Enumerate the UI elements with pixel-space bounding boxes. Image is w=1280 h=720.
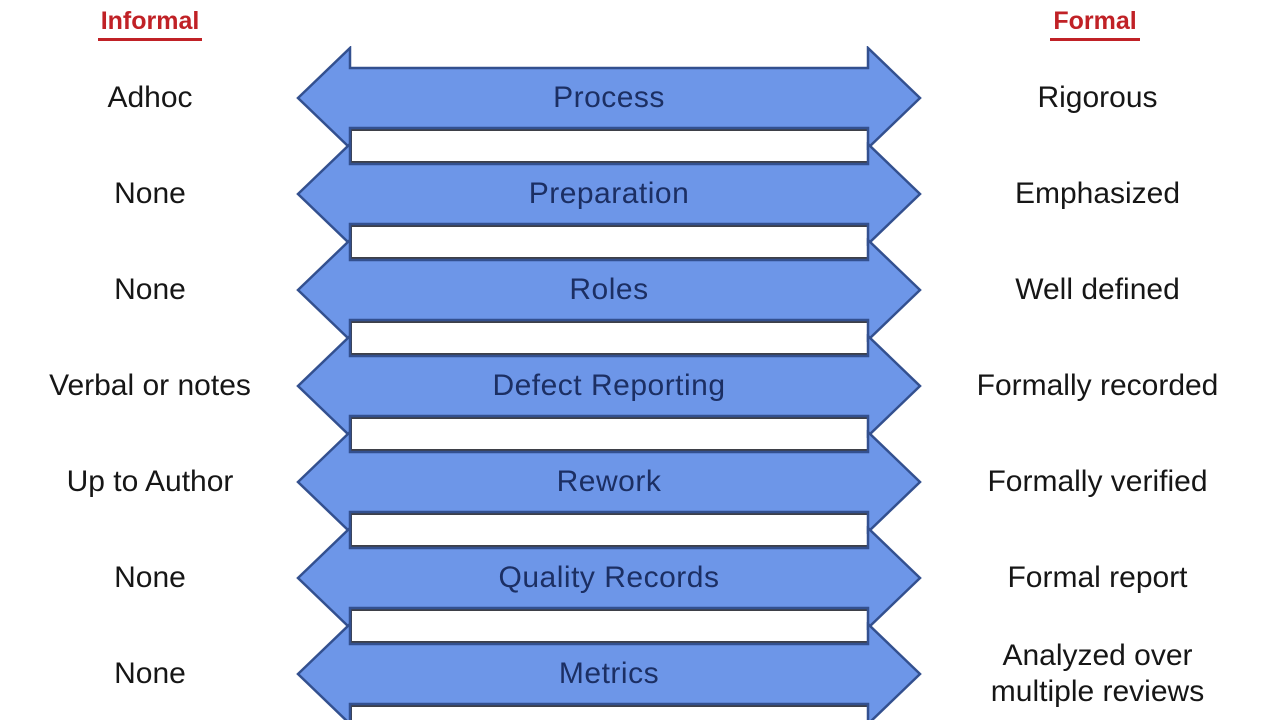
formal-label-process: Rigorous [1037,81,1158,114]
arrow-label-preparation: Preparation [528,177,690,210]
informal-label-preparation: None [114,177,186,210]
connector-box [349,416,871,452]
informal-label-process: Adhoc [107,81,193,114]
formal-label-rework: Formally verified [987,465,1208,498]
formal-label-quality-records: Formal report [1007,561,1188,594]
connector-box [349,224,871,260]
connector-box [349,512,871,548]
arrow-preparation: Preparation [296,142,922,246]
informal-label-metrics: None [114,657,186,690]
informal-column-header: Informal [5,7,295,46]
double-arrow-shape [296,622,922,720]
formal-label-defect-reporting: Formally recorded [976,369,1219,402]
informal-label-defect-reporting: Verbal or notes [49,369,251,402]
double-arrow-shape [296,238,922,342]
arrow-label-roles: Roles [569,273,649,306]
arrow-label-defect-reporting: Defect Reporting [492,369,726,402]
arrow-quality-records: Quality Records [296,526,922,630]
double-arrow-shape [296,526,922,630]
arrow-label-metrics: Metrics [558,657,660,690]
double-arrow-shape [296,46,922,150]
arrow-process: Process [296,46,922,150]
arrow-defect-reporting: Defect Reporting [296,334,922,438]
formal-label-roles: Well defined [1015,273,1180,306]
arrow-rework: Rework [296,430,922,534]
formal-header-label: Formal [1050,7,1140,41]
double-arrow-shape [296,142,922,246]
formal-label-preparation: Emphasized [1014,177,1181,210]
formal-column-header: Formal [930,7,1260,46]
informal-label-quality-records: None [114,561,186,594]
connector-box [349,128,871,164]
arrow-label-quality-records: Quality Records [498,561,720,594]
double-arrow-shape [296,334,922,438]
arrow-label-rework: Rework [556,465,662,498]
connector-box [349,608,871,644]
connector-box [349,320,871,356]
informal-label-roles: None [114,273,186,306]
arrow-metrics: Metrics [296,622,922,720]
double-arrow-shape [296,430,922,534]
arrow-roles: Roles [296,238,922,342]
informal-label-rework: Up to Author [66,465,234,498]
informal-header-label: Informal [97,7,203,41]
arrow-label-process: Process [553,81,665,114]
formal-label-metrics: Analyzed over multiple reviews [990,639,1205,708]
